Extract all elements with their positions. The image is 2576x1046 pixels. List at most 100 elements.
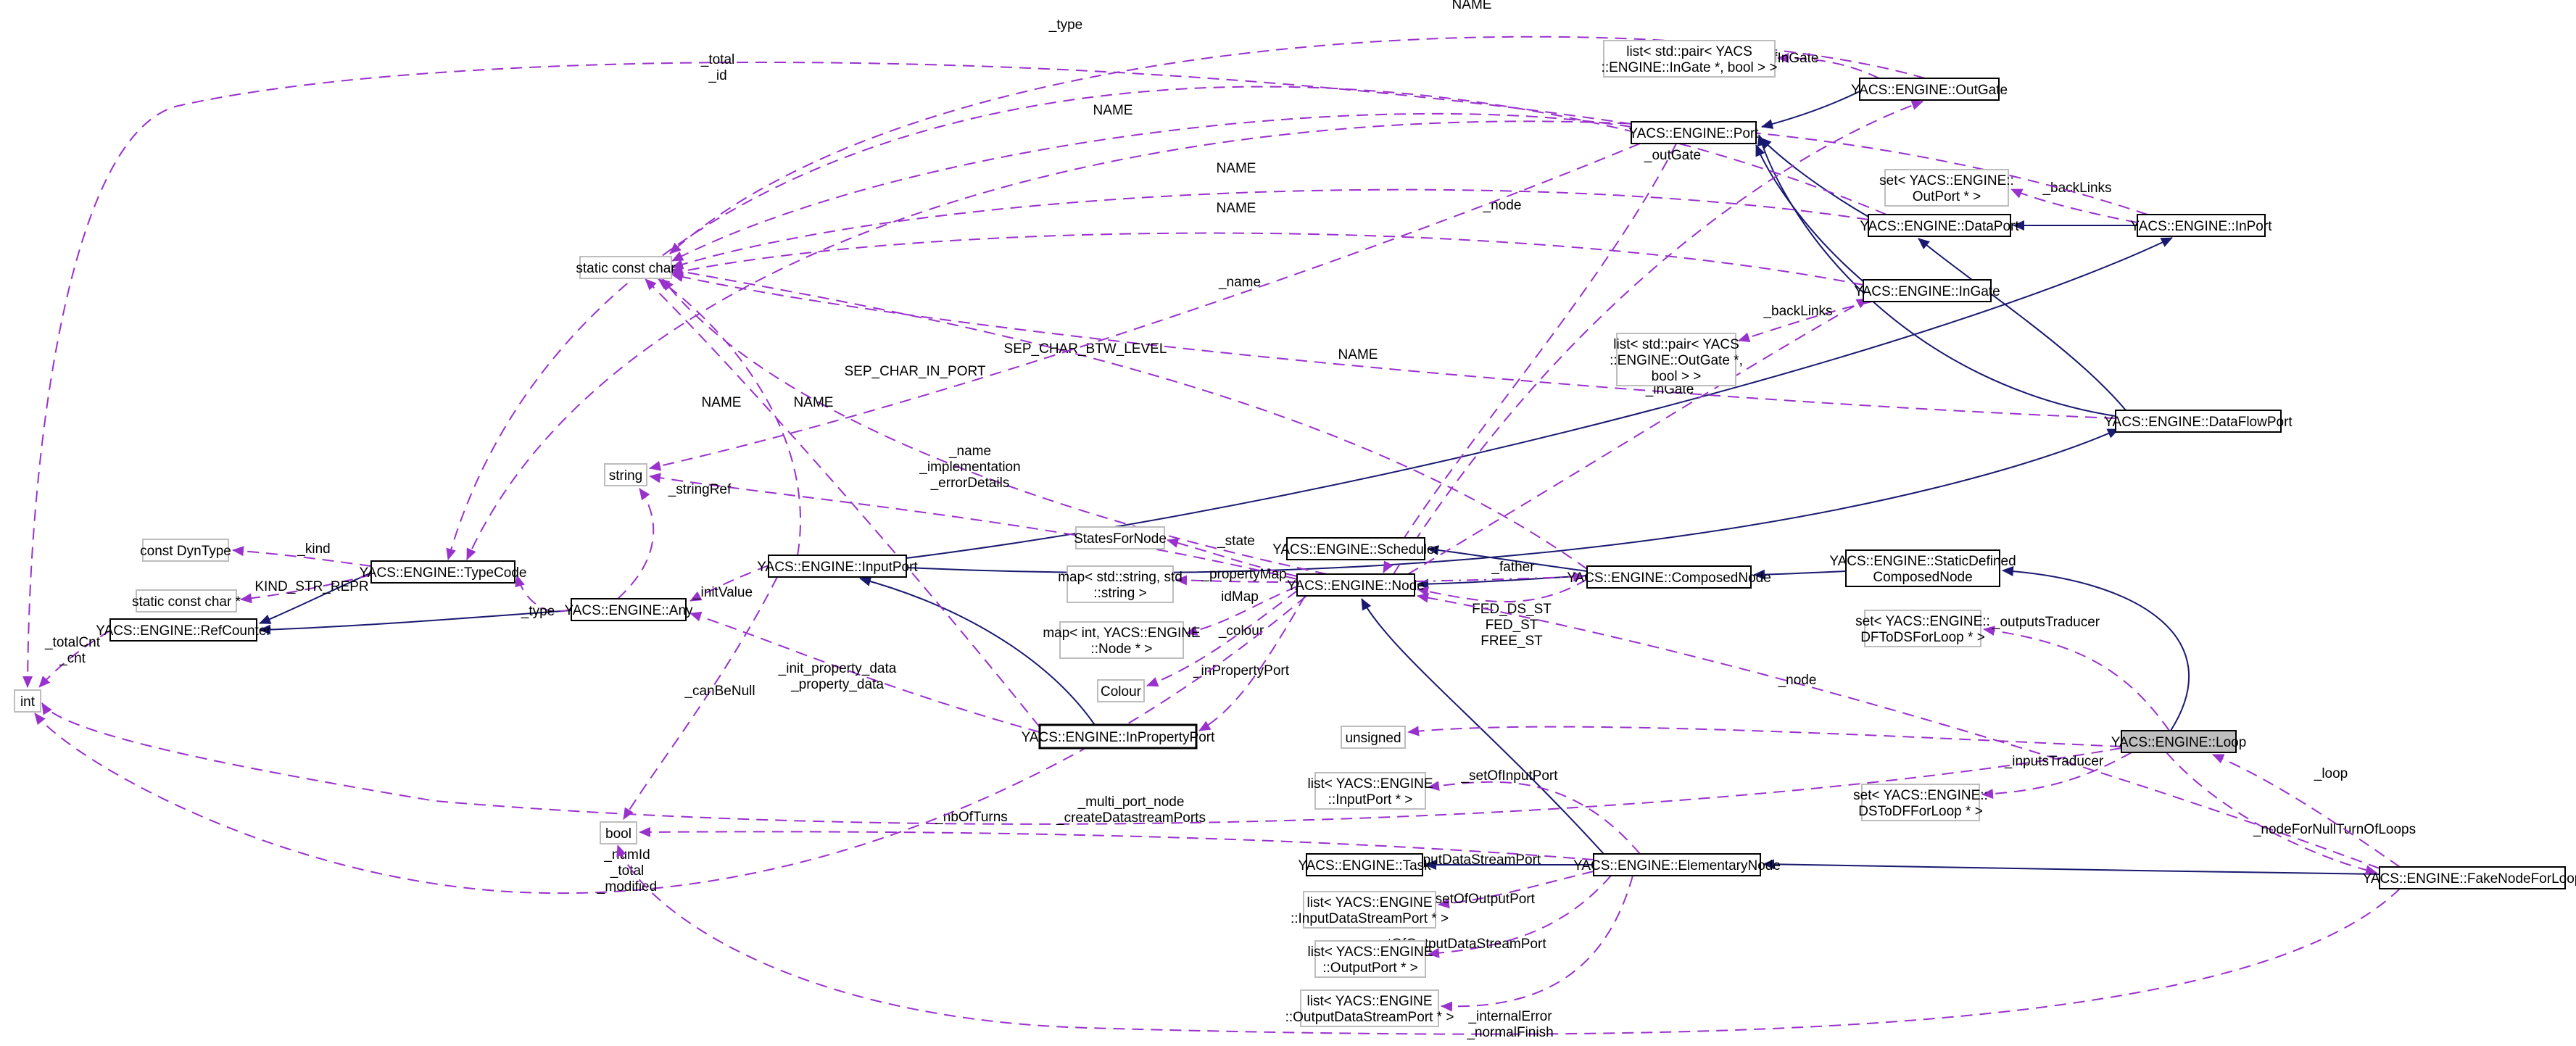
- class-node-static_const_char: static const char: [576, 256, 676, 279]
- class-node-const_dyntype: const DynType: [140, 539, 231, 562]
- edge-inpropertyport-any: [689, 611, 1040, 733]
- edge-label-outgate-staticconstchar: NAME: [1452, 0, 1492, 12]
- edge-dataflowport-port: [1757, 134, 2116, 417]
- edge-loop-staticdefined: [2002, 566, 2190, 731]
- class-node-box-elementarynode: [1593, 853, 1761, 876]
- edge-label-loop-setdstodf: _inputsTraducer: [2004, 754, 2104, 769]
- edge-label-inpropertyport-any: _init_property_data_property_data: [778, 661, 897, 692]
- edge-label-port-int: _total_id: [700, 52, 734, 83]
- class-node-box-statesfornode: [1075, 526, 1165, 549]
- class-node-colour: Colour: [1097, 679, 1145, 702]
- class-node-label-scheduler: YACS::ENGINE::Scheduler: [1272, 542, 1440, 557]
- class-node-box-node: [1296, 573, 1415, 597]
- edge-node-ingate: [1407, 298, 1868, 575]
- edge-label-composednode-staticconstchar: SEP_CHAR_BTW_LEVEL: [1004, 341, 1167, 357]
- class-node-typecode[interactable]: YACS::ENGINE::TypeCode: [360, 560, 527, 584]
- class-node-box-inpropertyport: [1038, 723, 1198, 750]
- class-node-dataflowport[interactable]: YACS::ENGINE::DataFlowPort: [2104, 410, 2293, 433]
- class-node-port[interactable]: YACS::ENGINE::Port: [1628, 121, 1759, 144]
- edge-label-node-colour: _colour: [1218, 623, 1264, 639]
- class-node-box-map_int_node: [1059, 621, 1184, 659]
- class-node-label-colour: Colour: [1101, 684, 1142, 700]
- class-node-box-list_inputport: [1314, 772, 1426, 810]
- edge-ingate-port: [1755, 144, 1865, 283]
- class-node-label-list_inputport: list< YACS::ENGINE::InputPort * >: [1308, 776, 1433, 808]
- class-node-box-string_box: [604, 463, 647, 486]
- class-node-label-int_box: int: [20, 694, 36, 710]
- class-node-label-outgate: YACS::ENGINE::OutGate: [1851, 83, 2008, 98]
- edge-typecode-refcounter: [259, 572, 372, 624]
- class-node-list_inputport: list< YACS::ENGINE::InputPort * >: [1308, 772, 1433, 810]
- class-node-label-const_dyntype: const DynType: [140, 544, 231, 559]
- class-node-composednode[interactable]: YACS::ENGINE::ComposedNode: [1567, 565, 1771, 589]
- edge-elementarynode-node: [1361, 598, 1604, 855]
- class-node-list_pair_outgate: list< std::pair< YACS::ENGINE::OutGate *…: [1610, 333, 1743, 386]
- edge-node-inpropertyport: [1198, 595, 1306, 731]
- edge-fakenodeforloop-node: [1417, 592, 2380, 869]
- edge-any-typecode: [515, 575, 572, 613]
- edge-outgate-staticconstchar: [669, 36, 1926, 254]
- edge-fakenodeforloop-bool: [616, 844, 2401, 1035]
- class-node-inpropertyport[interactable]: YACS::ENGINE::InPropertyPort: [1022, 723, 1216, 750]
- edge-label-dataport-staticconstchar: NAME: [1217, 161, 1256, 176]
- class-node-box-set_dstodf: [1861, 784, 1980, 821]
- edge-label-node-mapstring: _propertyMap: [1201, 567, 1286, 582]
- class-node-list_pair_ingate: list< std::pair< YACS::ENGINE::InGate *,…: [1602, 40, 1778, 78]
- edge-node-string: [649, 473, 1298, 580]
- edge-dataport-typecode: [446, 86, 1887, 560]
- class-node-elementarynode[interactable]: YACS::ENGINE::ElementaryNode: [1573, 853, 1781, 876]
- edge-inputport-staticconstchar: [658, 278, 802, 556]
- class-node-node[interactable]: YACS::ENGINE::Node: [1287, 573, 1425, 597]
- edge-fakenodeforloop-elementarynode: [1763, 859, 2380, 875]
- edge-label-fakenodeforloop-node: _node: [1778, 673, 1817, 688]
- class-node-label-list_outputport: list< YACS::ENGINE::OutputPort * >: [1308, 945, 1433, 976]
- class-node-label-task: YACS::ENGINE::Task: [1298, 858, 1431, 873]
- class-node-list_outputport: list< YACS::ENGINE::OutputPort * >: [1308, 940, 1433, 978]
- class-node-inport[interactable]: YACS::ENGINE::InPort: [2131, 214, 2273, 237]
- class-node-label-set_outport: set< YACS::ENGINE::OutPort * >: [1879, 173, 2014, 204]
- class-node-box-composednode: [1586, 565, 1752, 589]
- edge-label-inputport-staticconstchar: NAME: [794, 395, 834, 410]
- class-node-scheduler[interactable]: YACS::ENGINE::Scheduler: [1272, 537, 1440, 560]
- class-node-string_box: string: [604, 463, 647, 486]
- edge-port-staticconstchar: [671, 112, 1632, 262]
- class-node-refcounter[interactable]: YACS::ENGINE::RefCounter: [96, 618, 271, 642]
- class-node-box-set_outport: [1884, 169, 2009, 207]
- edge-refcounter-int: [38, 630, 111, 688]
- class-node-box-outgate: [1859, 78, 2000, 101]
- edge-elementarynode-listoutputport: [1428, 875, 1612, 958]
- edge-elementarynode-listinputport: [1428, 781, 1641, 855]
- class-node-set_outport: set< YACS::ENGINE::OutPort * >: [1879, 169, 2014, 207]
- edge-elementarynode-listoutputdatastream: [1441, 875, 1633, 1012]
- class-node-task[interactable]: YACS::ENGINE::Task: [1298, 853, 1431, 876]
- class-node-any[interactable]: YACS::ENGINE::Any: [564, 598, 693, 621]
- edge-label-elementarynode-listinputport: _setOfInputPort: [1460, 768, 1558, 784]
- class-node-fakenodeforloop[interactable]: YACS::ENGINE::FakeNodeForLoop: [2363, 866, 2576, 889]
- edge-loop-setdftods: [1983, 626, 2170, 731]
- class-node-label-list_inputdatastream: list< YACS::ENGINE::InputDataStreamPort …: [1291, 895, 1449, 926]
- class-node-label-map_string: map< std::string, std::string >: [1058, 570, 1183, 601]
- edge-typecode-constdyntype: [232, 546, 372, 567]
- edge-label-elementarynode-listoutputport: _setOfOutputPort: [1427, 892, 1536, 907]
- edge-node-statesfornode: [1167, 538, 1298, 577]
- edge-elementarynode-listinputdatastream: [1438, 871, 1594, 909]
- edge-label-port-string: _name: [1218, 275, 1261, 290]
- class-node-ingate[interactable]: YACS::ENGINE::InGate: [1854, 279, 2000, 302]
- class-node-label-loop: YACS::ENGINE::Loop: [2111, 735, 2247, 750]
- class-node-label-typecode: YACS::ENGINE::TypeCode: [360, 565, 527, 581]
- class-node-dataport[interactable]: YACS::ENGINE::DataPort: [1860, 214, 2019, 237]
- class-node-box-list_outputport: [1314, 940, 1426, 978]
- class-node-outgate[interactable]: YACS::ENGINE::OutGate: [1851, 78, 2008, 101]
- class-node-label-list_pair_ingate: list< std::pair< YACS::ENGINE::InGate *,…: [1602, 44, 1778, 75]
- edge-any-string: [617, 488, 655, 599]
- class-node-box-colour: [1097, 679, 1145, 702]
- edge-loop-int: [41, 702, 2122, 825]
- class-node-label-dataport: YACS::ENGINE::DataPort: [1860, 219, 2019, 234]
- edge-dataport-staticconstchar: [671, 188, 1869, 270]
- edge-label-node-composednode: _father: [1491, 560, 1535, 575]
- class-node-inputport[interactable]: YACS::ENGINE::InputPort: [757, 555, 918, 578]
- edge-label-loop-fakenodeforloop: _nodeForNullTurnOfLoops: [2253, 822, 2416, 837]
